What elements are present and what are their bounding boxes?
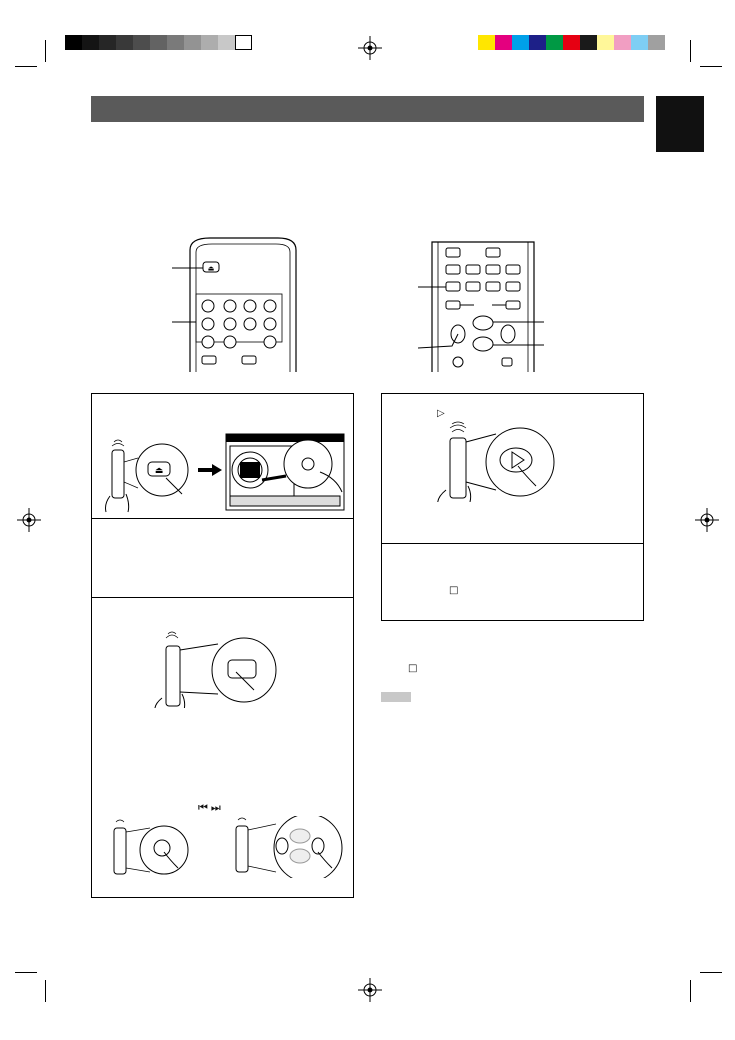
color-swatch: [218, 35, 235, 50]
color-swatch: [495, 35, 512, 50]
color-swatch: [116, 35, 133, 50]
color-swatch: [99, 35, 116, 50]
remote-illustration-left: ⏏: [172, 237, 297, 372]
color-swatch: [563, 35, 580, 50]
skip-symbols: ⏮⏭: [198, 801, 224, 814]
color-swatch: [133, 35, 150, 50]
open-tray-illustration: ⏏: [105, 433, 345, 513]
registration-target-icon: [358, 36, 382, 60]
play-button-illustration: [154, 631, 277, 708]
skip-buttons-illustration: [235, 816, 343, 878]
color-swatch: [65, 35, 82, 50]
registration-target-icon: [17, 508, 41, 532]
remote-illustration-right: [418, 241, 544, 372]
note-label: [381, 692, 411, 702]
stop-symbol: □: [449, 585, 459, 596]
stop-symbol: □: [408, 663, 418, 674]
svg-text:⏏: ⏏: [155, 466, 164, 476]
color-swatch: [529, 35, 546, 50]
color-swatch: [150, 35, 167, 50]
color-swatch: [167, 35, 184, 50]
remote-press-illustration: [113, 819, 189, 875]
section-header-band: [91, 96, 644, 122]
color-swatch: [580, 35, 597, 50]
play-symbol: ▷: [437, 408, 445, 419]
language-tab: [656, 96, 704, 152]
registration-target-icon: [358, 978, 382, 1002]
color-swatch: [614, 35, 631, 50]
color-swatch: [512, 35, 529, 50]
color-swatch: [478, 35, 495, 50]
color-swatch: [235, 35, 252, 50]
color-swatch: [546, 35, 563, 50]
play-press-illustration: [437, 421, 555, 502]
color-swatch: [82, 35, 99, 50]
color-swatch: [597, 35, 614, 50]
steps-box-left: [91, 393, 354, 898]
step-divider: [91, 518, 354, 519]
steps-box-right: [381, 393, 644, 621]
registration-target-icon: [695, 508, 719, 532]
color-swatch: [648, 35, 665, 50]
svg-text:⏏: ⏏: [208, 265, 215, 273]
step-divider: [381, 543, 644, 544]
color-swatch: [184, 35, 201, 50]
color-swatch: [201, 35, 218, 50]
step-divider: [91, 597, 354, 598]
color-swatch: [631, 35, 648, 50]
